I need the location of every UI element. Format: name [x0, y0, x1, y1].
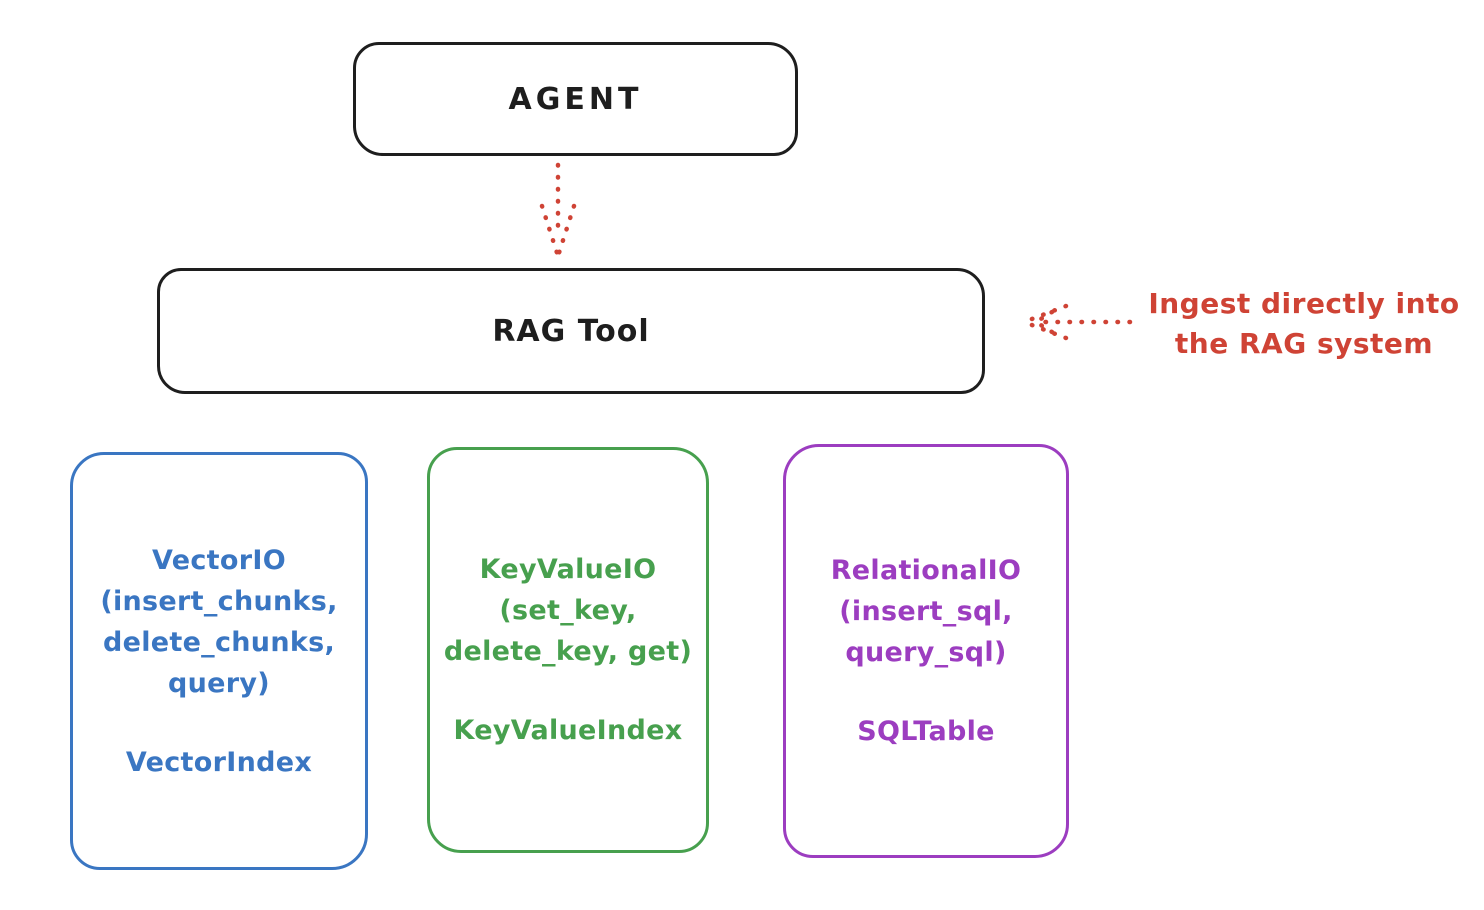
vector-io-method-line: (insert_chunks,	[100, 585, 338, 617]
keyvalue-io-title: KeyValueIO	[479, 554, 657, 585]
sql-table-label: SQLTable	[857, 716, 995, 747]
vector-index-label: VectorIndex	[125, 746, 313, 778]
agent-node-label: AGENT	[508, 81, 643, 117]
keyvalue-index-label: KeyValueIndex	[453, 715, 683, 746]
relational-io-title: RelationalIO	[830, 555, 1022, 586]
vector-io-title: VectorIO	[152, 544, 286, 576]
ingest-annotation: Ingest directly into the RAG system	[1136, 284, 1472, 364]
keyvalue-io-method-line: delete_key, get)	[443, 636, 693, 667]
agent-node: AGENT	[353, 42, 798, 156]
arrow-down-dotted-icon	[539, 162, 577, 259]
rag-tool-node-label: RAG Tool	[492, 313, 650, 349]
relational-io-box: RelationalIO (insert_sql, query_sql) SQL…	[783, 444, 1069, 858]
vector-io-method-line: query)	[168, 667, 270, 699]
ingest-annotation-line2: the RAG system	[1174, 327, 1434, 360]
relational-io-method-line: (insert_sql,	[839, 596, 1013, 627]
arrow-left-dotted-icon	[1021, 303, 1133, 341]
relational-io-method-line: query_sql)	[845, 637, 1007, 668]
keyvalue-io-method-line: (set_key,	[499, 595, 637, 626]
vector-io-method-line: delete_chunks,	[102, 626, 336, 658]
rag-tool-node: RAG Tool	[157, 268, 985, 394]
keyvalue-io-box: KeyValueIO (set_key, delete_key, get) Ke…	[427, 447, 709, 853]
vector-io-box: VectorIO (insert_chunks, delete_chunks, …	[70, 452, 368, 870]
ingest-annotation-line1: Ingest directly into	[1148, 287, 1460, 320]
